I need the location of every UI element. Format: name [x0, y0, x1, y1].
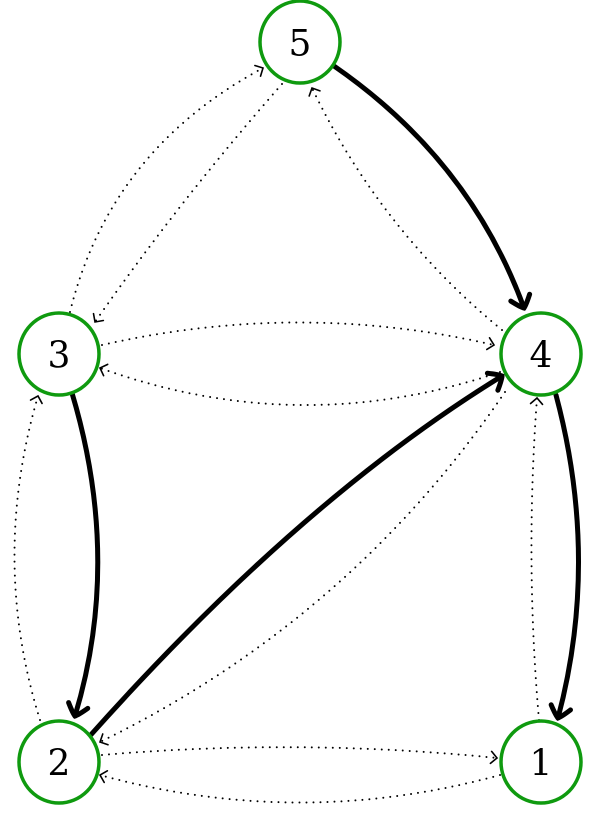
edge-4-to-1 — [548, 392, 581, 721]
node-label: 2 — [48, 744, 71, 785]
edge-1-to-2 — [98, 770, 501, 804]
node-4: 4 — [499, 311, 583, 397]
edge-4-to-3 — [98, 363, 501, 407]
node-1: 1 — [499, 719, 583, 805]
edge-3-to-4 — [101, 321, 496, 351]
edge-2-to-4 — [85, 370, 505, 741]
node-label: 5 — [289, 24, 312, 65]
edge-2-to-3 — [13, 394, 43, 721]
node-2: 2 — [17, 719, 101, 805]
edge-1-to-4 — [529, 396, 544, 721]
edge-4-to-2 — [98, 391, 506, 746]
node-label: 3 — [48, 336, 71, 377]
edge-2-to-1 — [101, 746, 499, 765]
node-label: 4 — [530, 336, 553, 377]
edge-5-to-4 — [331, 63, 533, 311]
edge-5-to-3 — [92, 83, 283, 323]
node-3: 3 — [17, 311, 101, 397]
node-5: 5 — [258, 0, 342, 85]
edge-3-to-5 — [69, 64, 264, 313]
edge-3-to-2 — [66, 390, 101, 719]
node-label: 1 — [530, 744, 553, 785]
